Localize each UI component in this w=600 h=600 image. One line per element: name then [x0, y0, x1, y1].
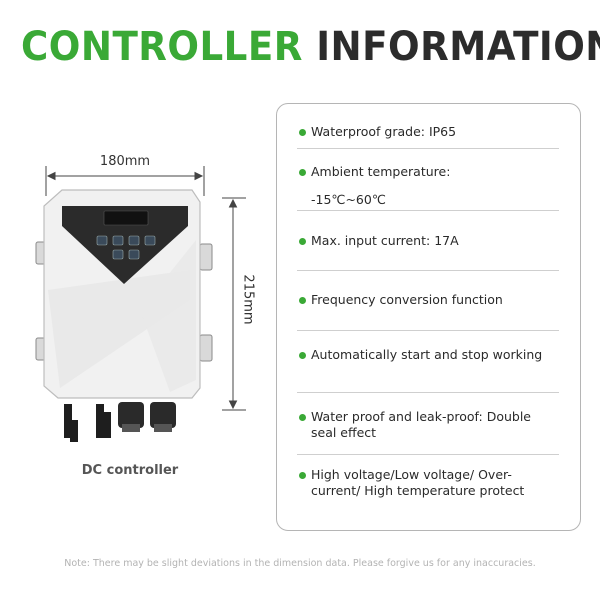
- divider: [297, 330, 559, 331]
- bullet-icon: [299, 472, 306, 479]
- spec-item: Frequency conversion function: [299, 292, 549, 308]
- control-panel: [62, 206, 188, 284]
- height-dimension: 215mm: [228, 262, 268, 342]
- title-controller: CONTROLLER: [21, 24, 303, 70]
- divider: [297, 392, 559, 393]
- spec-item: Water proof and leak-proof: Double seal …: [299, 409, 549, 441]
- bullet-icon: [299, 129, 306, 136]
- divider: [297, 210, 559, 211]
- cables: [64, 404, 111, 442]
- cable-glands: [118, 402, 176, 432]
- divider: [297, 270, 559, 271]
- spec-item: Max. input current: 17A: [299, 233, 549, 249]
- spec-item: Ambient temperature: -15℃~60℃: [299, 164, 549, 208]
- height-dimension-label: 215mm: [240, 274, 256, 325]
- disclaimer-note: Note: There may be slight deviations in …: [64, 558, 536, 569]
- spec-item: High voltage/Low voltage/ Over-current/ …: [299, 467, 549, 499]
- page-title: CONTROLLER INFORMATION: [21, 24, 600, 70]
- bullet-icon: [299, 414, 306, 421]
- spec-panel: Waterproof grade: IP65 Ambient temperatu…: [276, 103, 581, 531]
- bullet-icon: [299, 297, 306, 304]
- height-arrow: [222, 197, 246, 411]
- bullet-icon: [299, 238, 306, 245]
- width-dimension: 180mm: [46, 154, 204, 194]
- divider: [297, 454, 559, 455]
- width-dimension-label: 180mm: [99, 154, 151, 169]
- spec-item: Waterproof grade: IP65: [299, 124, 549, 140]
- width-arrow: [45, 166, 205, 196]
- spec-sub-value: -15℃~60℃: [311, 192, 386, 207]
- product-caption: DC controller: [81, 463, 179, 478]
- bullet-icon: [299, 352, 306, 359]
- spec-item: Automatically start and stop working: [299, 347, 549, 363]
- divider: [297, 148, 559, 149]
- bullet-icon: [299, 169, 306, 176]
- title-information: INFORMATION: [316, 24, 600, 70]
